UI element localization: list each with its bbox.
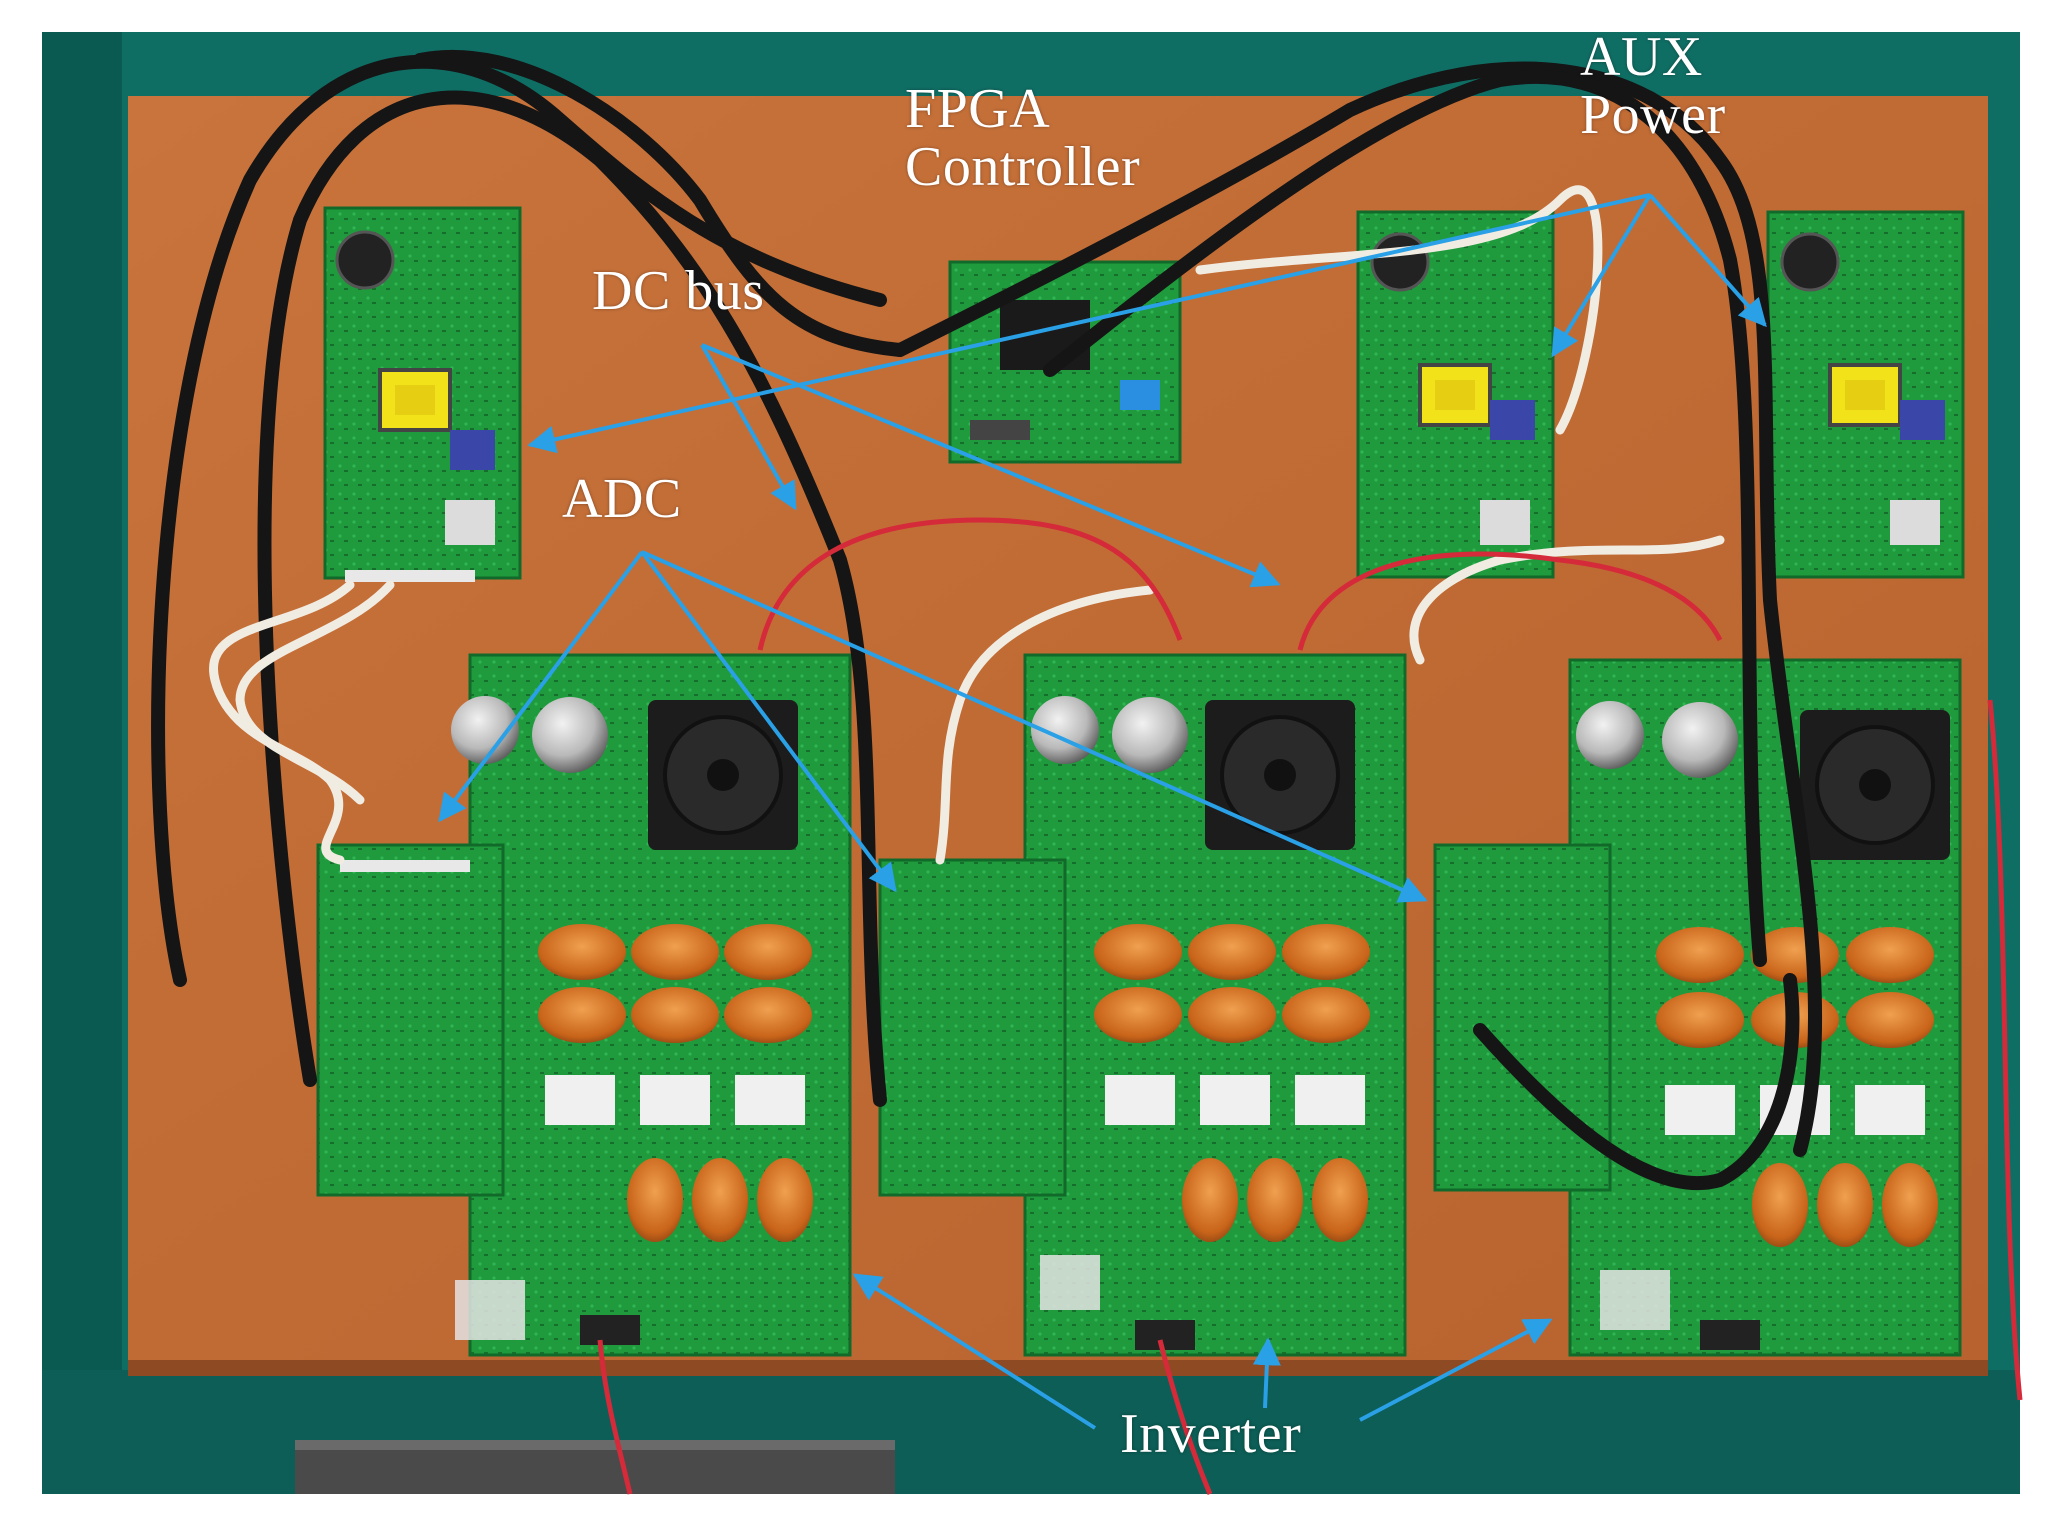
label-dc-bus: DC bus	[592, 260, 765, 322]
adc-board-right	[1433, 843, 1612, 1192]
wooden-board-edge	[128, 1360, 1988, 1376]
label-fpga-controller: FPGA Controller	[905, 78, 1141, 198]
inverter-board-right	[1568, 658, 1962, 1357]
table-shadow-left	[42, 32, 122, 1494]
inverter-board-middle	[1023, 653, 1407, 1357]
black-cables	[151, 49, 1823, 1191]
label-adc: ADC	[562, 468, 682, 530]
red-wires	[597, 517, 2023, 1495]
equipment-box-top	[295, 1440, 895, 1450]
adc-board-left	[316, 843, 505, 1197]
aux-power-board-left	[323, 206, 522, 582]
inverter-board-left	[451, 653, 852, 1357]
label-aux-power: AUX Power	[1580, 26, 1726, 146]
aux-power-board-middle	[1356, 210, 1555, 579]
annotation-arrows	[438, 193, 1767, 1430]
aux-power-board-right	[1766, 210, 1965, 579]
adc-board-middle	[878, 858, 1067, 1197]
white-cables	[209, 185, 1725, 865]
label-inverter: Inverter	[1120, 1403, 1302, 1465]
